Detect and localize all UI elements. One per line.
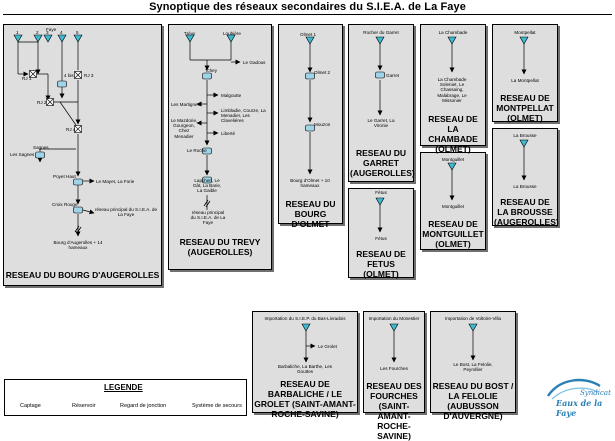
label-mayet: Le Mayet, La Forie xyxy=(96,179,135,184)
title-bourg-olmet: RESEAU DU BOURG D'OLMET xyxy=(285,199,336,229)
label-mouzon: Mouzon xyxy=(314,122,331,127)
label-rj1: RJ 1 xyxy=(22,76,32,81)
legend-reservoir: Réservoir xyxy=(72,403,96,409)
label-fourches-village: Les Fourches xyxy=(380,366,408,371)
panel-chambade xyxy=(420,24,486,146)
panel-bourg-augerolles xyxy=(3,24,162,286)
panel-trevy xyxy=(168,24,272,270)
label-rocher-garret: Rocher du Garret xyxy=(363,30,399,35)
network-diagram xyxy=(8,34,601,411)
label-montpellat-source: Montpellat xyxy=(514,30,536,35)
title-underline xyxy=(3,14,612,15)
title-barbaliche: RESEAU DE BARBALICHE / LE GROLET (SAINT-… xyxy=(254,379,356,419)
title-fetus: RESEAU DE FETUS (OLMET) xyxy=(356,249,406,279)
legend-captage: Captage xyxy=(20,403,41,409)
label-montpellat-village: La Montpellat xyxy=(511,78,539,83)
label-reseau-principal-augerolles: réseau principal du S.I.E.A. de La Faye xyxy=(94,207,158,218)
label-garret-villages: Le Garret, La Vironie xyxy=(367,118,395,129)
panel-bourg-olmet xyxy=(278,24,343,224)
label-rj2: RJ 2 xyxy=(37,100,47,105)
label-captage-5: 5 xyxy=(76,30,79,35)
label-fourches-import: Importation du Monestier xyxy=(368,316,420,321)
label-limbladie: Limbladie, Courze, La Menadier, Les Clav… xyxy=(221,108,266,124)
title-bourg-augerolles: RESEAU DU BOURG D'AUGEROLLES xyxy=(5,270,160,280)
title-trevy: RESEAU DU TREVY (AUGEROLLES) xyxy=(179,237,261,257)
label-captage-4: 4 xyxy=(60,30,63,35)
legend-systeme-secours: Système de secours xyxy=(192,403,242,409)
label-fetus-village: Fétus xyxy=(375,236,387,241)
label-rj3: RJ 3 xyxy=(84,73,94,78)
label-les-sagnes: Les Sagnes xyxy=(10,152,35,157)
legend xyxy=(4,379,247,416)
title-brousse: RESEAU DE LA BROUSSE (AUGEROLLES) xyxy=(494,197,559,227)
title-montpellat: RESEAU DE MONTPELLAT (OLMET) xyxy=(496,93,554,123)
label-barbaliche-import: Importation du S.I.E.P. du Bas-Livradois xyxy=(264,316,346,321)
label-garret: Garret xyxy=(386,73,400,78)
title-chambade: RESEAU DE LA CHAMBADE (OLMET) xyxy=(428,114,478,154)
label-montguillet-source: Montguillet xyxy=(441,157,465,162)
legend-title: LEGENDE xyxy=(104,383,143,392)
title-montguillet: RESEAU DE MONTGUILLET (OLMET) xyxy=(422,219,484,249)
label-poyet-haut: Poyet Haut xyxy=(53,174,76,179)
label-loubiere: Loubière xyxy=(223,31,241,36)
legend-regard-jonction: Regard de jonction xyxy=(120,403,167,409)
label-grolet: Le Grolet xyxy=(318,344,337,349)
label-sagnes-reservoir: Sagnes xyxy=(33,145,49,150)
label-roche: Le Roche xyxy=(187,148,207,153)
panel-garret xyxy=(348,24,414,182)
label-mazdorie: Le Mazdorie, Gourgeon, Chez Menadier xyxy=(170,118,198,139)
label-lapchen: Lapchen, Le Gât, La Barie, La Gaible xyxy=(192,178,222,194)
label-bourg-olmet: Bourg d'Olmet + 10 hameaux xyxy=(290,178,330,189)
label-trevy: Trévy xyxy=(184,31,196,36)
label-reseau-principal-trevy: réseau principal du S.I.E.A. de La Faye xyxy=(190,210,226,226)
label-faye: Faye xyxy=(46,27,57,32)
title-bost: RESEAU DU BOST / LA FELOLIE (AUBUSSON D'… xyxy=(432,381,514,421)
label-tchey: Tchey xyxy=(205,68,217,73)
label-captage-3: 3 xyxy=(46,30,49,35)
label-4bis: 4 bis xyxy=(64,73,74,78)
label-olmet1: Olmet 1 xyxy=(300,32,317,37)
label-captage-1: 1 xyxy=(16,30,19,35)
label-croix-rouge: Croix Rouge xyxy=(52,202,78,207)
label-martignes: Les Martignes xyxy=(171,102,200,107)
title-fourches: RESEAU DES FOURCHES (SAINT-AMANT-ROCHE-S… xyxy=(366,381,422,441)
logo-eaux-de-la-faye: Eaux de la Faye xyxy=(556,398,603,418)
label-malgoutte: Malgoutte xyxy=(221,93,242,98)
label-brousse-village: La Brousse xyxy=(513,184,537,189)
label-liberte: Liberté xyxy=(221,131,236,136)
logo-syndicat: Syndicat xyxy=(580,389,611,397)
label-fetus-source: Fétus xyxy=(375,190,387,195)
label-bourg-augerolles: Bourg d'Augerolles + 14 hameaux xyxy=(53,240,103,251)
label-rj4: RJ 4 xyxy=(66,127,76,132)
label-gadous: Le Gadous xyxy=(243,60,266,65)
label-montguillet-village: Montguillet xyxy=(441,204,465,209)
page-title: Synoptique des réseaux secondaires du S.… xyxy=(149,1,466,13)
label-captage-2: 2 xyxy=(36,30,39,35)
label-chambade-source: La Chambade xyxy=(438,30,468,35)
label-olmet2: Olmet 2 xyxy=(314,70,331,75)
label-bost-villages: Le Bost, La Felolie, Peyrollier xyxy=(453,362,493,373)
label-brousse-source: La Brousse xyxy=(513,133,537,138)
label-bost-import: Importation de Voltoire-Villa xyxy=(444,316,502,321)
label-chambade-villages: La Chambade Soleniet, Le Chassaing, Mala… xyxy=(437,77,467,103)
title-garret: RESEAU DU GARRET (AUGEROLLES) xyxy=(350,148,415,178)
label-barbaliche-villages: Barbaliche, La Barthe, Les Gouttes xyxy=(277,364,333,375)
